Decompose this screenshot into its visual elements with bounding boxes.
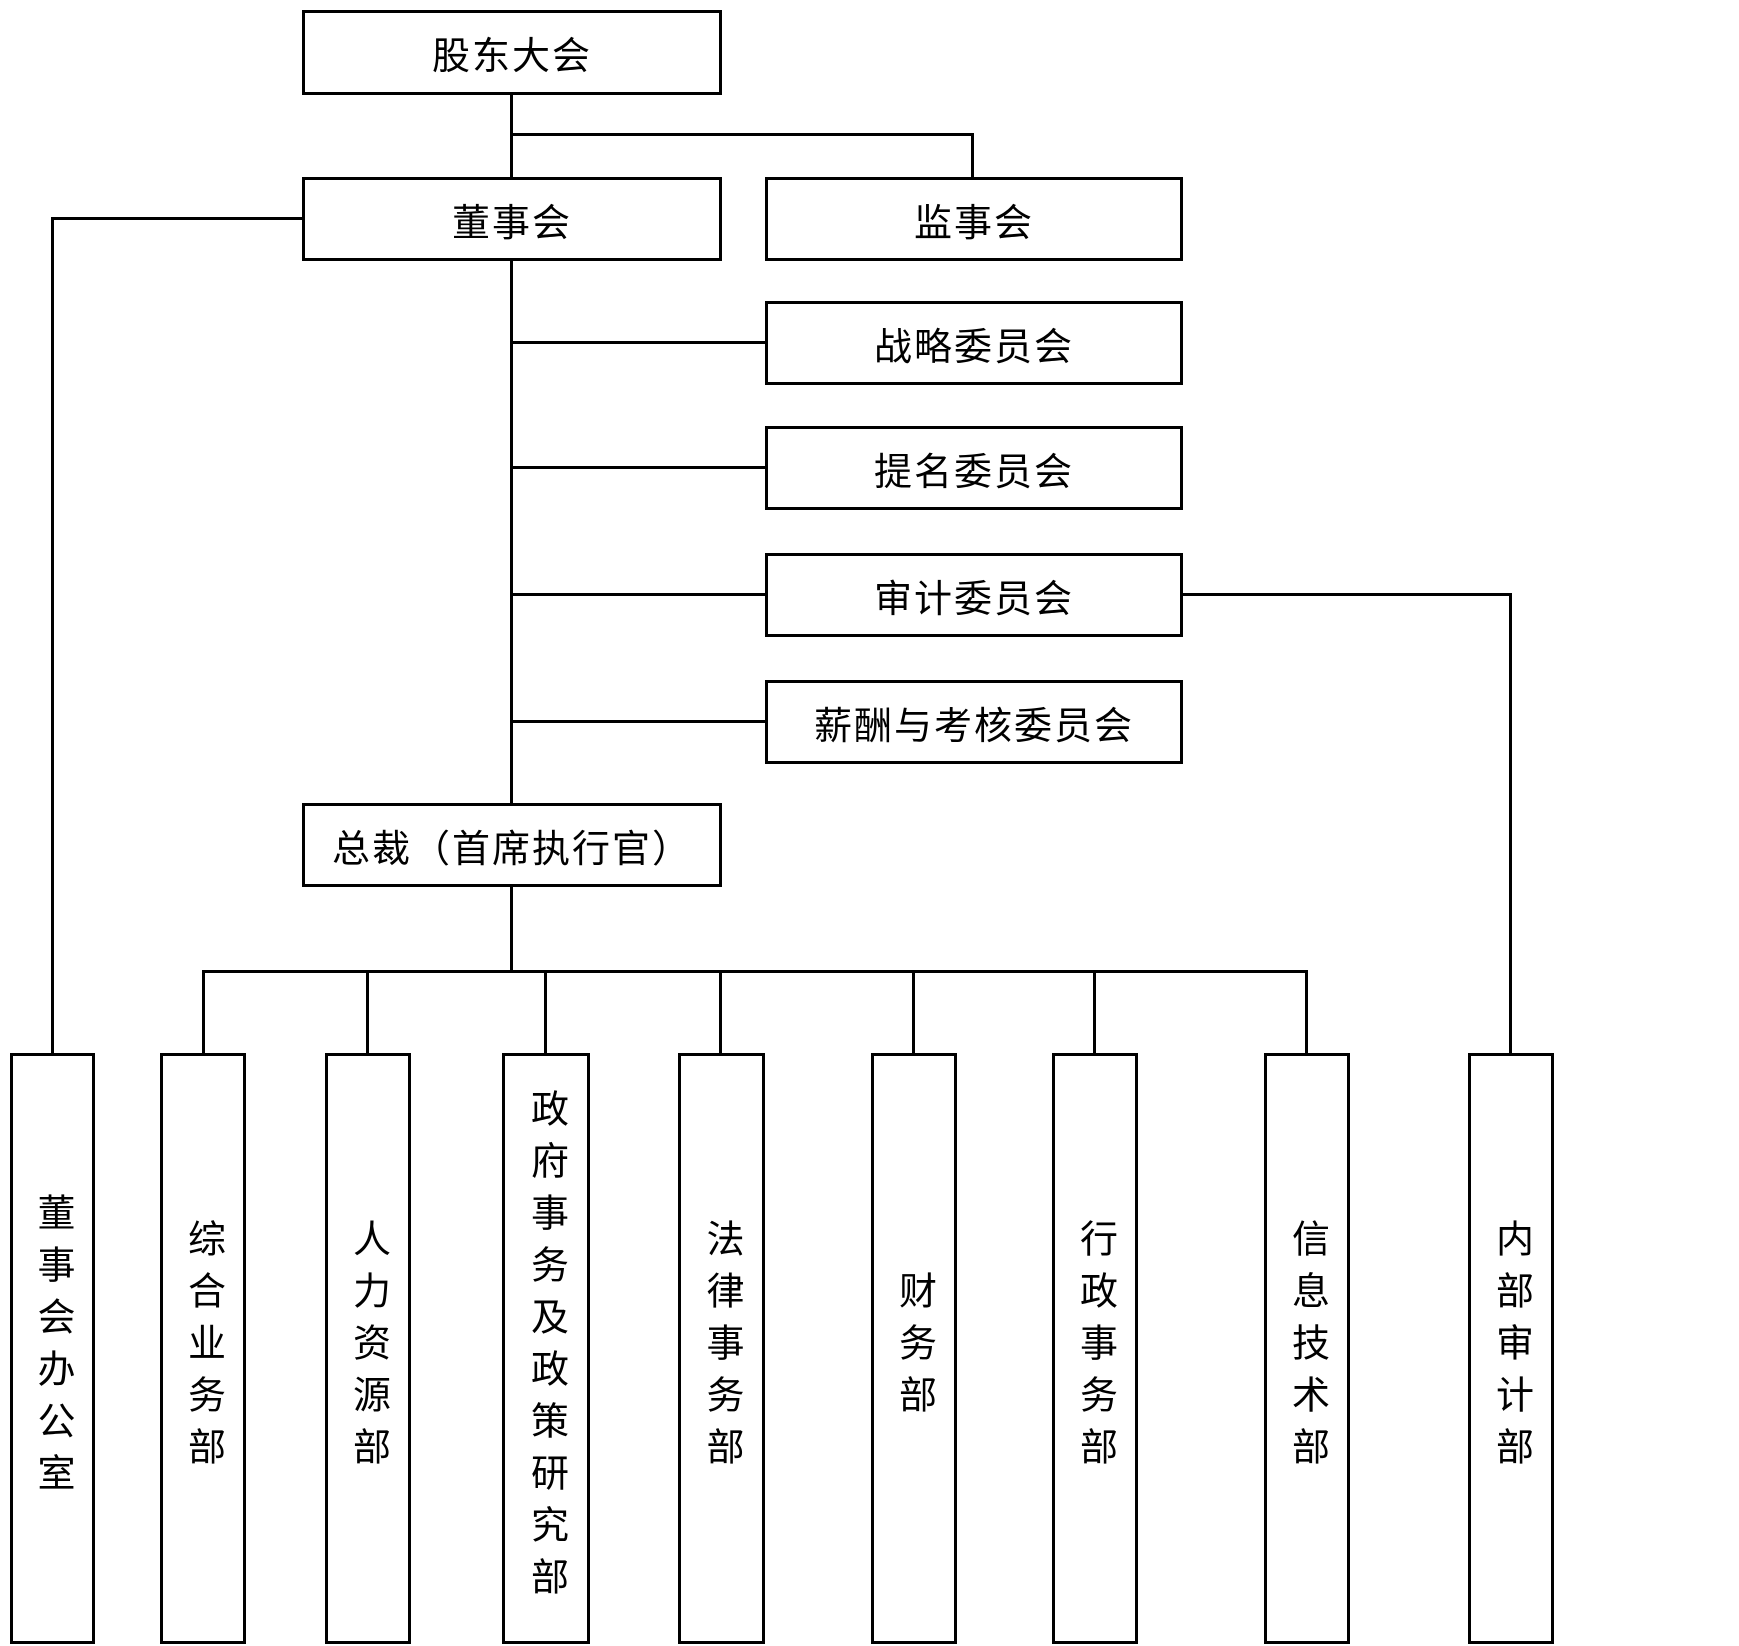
node-shareholders-meeting: 股东大会 [302, 10, 722, 95]
node-strategy-committee: 战略委员会 [765, 301, 1183, 385]
drop-human-resources [366, 970, 369, 1053]
node-ceo: 总裁（首席执行官） [302, 803, 722, 887]
node-dept-information-technology: 信息技术部 [1264, 1053, 1350, 1644]
node-board-of-directors: 董事会 [302, 177, 722, 261]
connector-to-nomination-committee [513, 466, 765, 469]
node-remuneration-committee: 薪酬与考核委员会 [765, 680, 1183, 764]
connector-shareholders-to-board [510, 95, 513, 177]
connector-to-audit-committee [513, 593, 765, 596]
connector-to-remuneration-committee [513, 720, 765, 723]
node-audit-committee: 审计委员会 [765, 553, 1183, 637]
connector-branch-down-supervisory [971, 133, 974, 177]
connector-left-down-board-office [51, 217, 54, 1053]
connector-down-internal-audit [1509, 593, 1512, 1053]
node-dept-finance: 财务部 [871, 1053, 957, 1644]
node-dept-human-resources: 人力资源部 [325, 1053, 411, 1644]
node-dept-general-business: 综合业务部 [160, 1053, 246, 1644]
drop-general-business [202, 970, 205, 1053]
drop-legal-affairs [719, 970, 722, 1053]
node-dept-admin-affairs: 行政事务部 [1052, 1053, 1138, 1644]
connector-departments-bus [202, 970, 1308, 973]
node-nomination-committee: 提名委员会 [765, 426, 1183, 510]
drop-admin-affairs [1093, 970, 1096, 1053]
connector-board-to-ceo [510, 261, 513, 803]
node-dept-gov-affairs-policy: 政府事务及政策研究部 [502, 1053, 590, 1644]
connector-board-left-horizontal [51, 217, 302, 220]
node-dept-legal-affairs: 法律事务部 [678, 1053, 765, 1644]
connector-ceo-to-bus [510, 887, 513, 970]
connector-audit-right-horizontal [1183, 593, 1512, 596]
node-dept-board-office: 董事会办公室 [10, 1053, 95, 1644]
node-supervisory-board: 监事会 [765, 177, 1183, 261]
drop-gov-affairs-policy [544, 970, 547, 1053]
drop-information-technology [1305, 970, 1308, 1053]
connector-to-strategy-committee [513, 341, 765, 344]
connector-branch-horizontal-supervisory [510, 133, 974, 136]
drop-finance [912, 970, 915, 1053]
node-dept-internal-audit: 内部审计部 [1468, 1053, 1554, 1644]
